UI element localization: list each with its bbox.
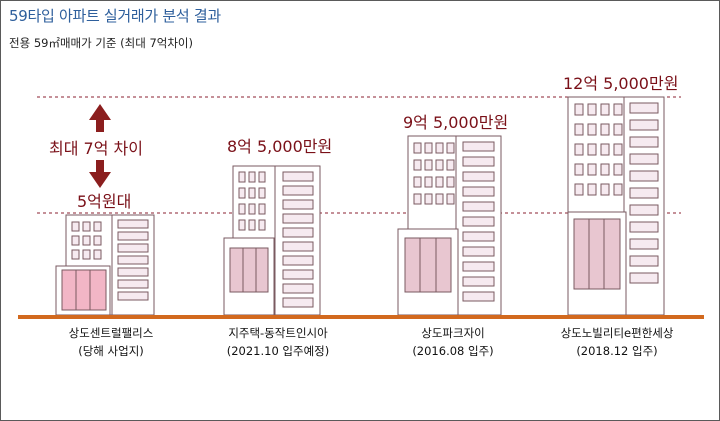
building-4-icon	[567, 96, 665, 316]
building-2-price: 8억 5,000만원	[227, 137, 333, 156]
building-1-icon	[55, 214, 155, 316]
building-3-price: 9억 5,000만원	[403, 113, 509, 132]
building-4-label: 상도노빌리티e편한세상 (2018.12 입주)	[532, 324, 702, 360]
page-subtitle: 전용 59㎡매매가 기준 (최대 7억차이)	[9, 36, 194, 50]
building-3-name: 상도파크자이	[421, 326, 485, 340]
building-2-icon	[223, 165, 321, 316]
page-title: 59타입 아파트 실거래가 분석 결과	[9, 7, 221, 25]
building-3-note: (2016.08 입주)	[412, 344, 494, 358]
building-2-note: (2021.10 입주예정)	[226, 344, 330, 358]
building-1-label: 상도센트럴팰리스 (당해 사업지)	[26, 324, 196, 360]
building-1-name: 상도센트럴팰리스	[68, 326, 154, 340]
building-4-note: (2018.12 입주)	[576, 344, 658, 358]
ground-line	[18, 315, 704, 319]
building-3-label: 상도파크자이 (2016.08 입주)	[368, 324, 538, 360]
base-price-label: 5억원대	[77, 192, 132, 211]
building-2-label: 지주택-동작트인시아 (2021.10 입주예정)	[193, 324, 363, 360]
building-4-price: 12억 5,000만원	[563, 74, 679, 93]
building-1-note: (당해 사업지)	[78, 344, 144, 358]
arrow-up-icon	[89, 104, 111, 132]
building-2-name: 지주택-동작트인시아	[228, 326, 328, 340]
building-4-name: 상도노빌리티e편한세상	[560, 326, 674, 340]
arrow-down-icon	[89, 160, 111, 188]
gap-label: 최대 7억 차이	[49, 139, 143, 158]
building-3-icon	[397, 135, 502, 316]
